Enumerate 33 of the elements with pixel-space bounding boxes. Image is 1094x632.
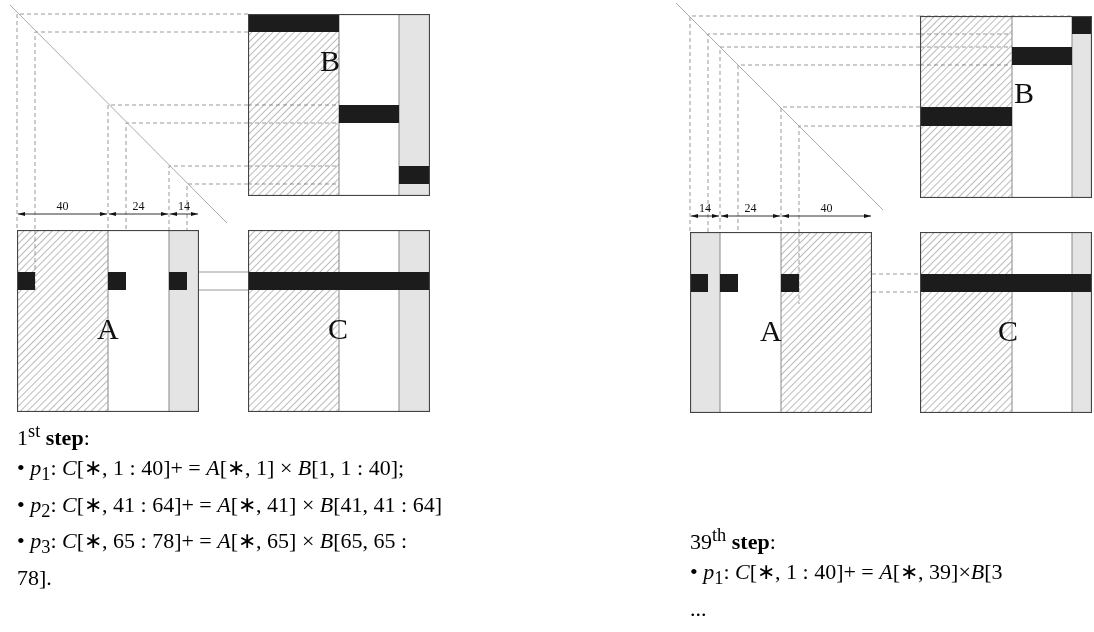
projection-line — [198, 289, 249, 291]
matrix-label: B — [320, 46, 340, 76]
step-heading: 39$^{th}$ step: — [690, 524, 777, 557]
ellipsis-text: ... — [690, 594, 708, 623]
projection-line — [34, 31, 249, 231]
matrix-label: C — [998, 316, 1018, 346]
matrix-label: B — [1014, 78, 1034, 108]
projection-line — [186, 183, 249, 231]
dimension-label: 40 — [56, 200, 69, 212]
step-heading: 1$^{st}$ step: — [17, 420, 91, 453]
dimension-label: 24 — [744, 202, 757, 214]
projection-line — [16, 13, 249, 231]
projection-line — [689, 15, 921, 233]
formula-text: • p$_{1}$: C[∗, 1 : 40]+ = A[∗, 39]×B[3 — [690, 558, 1004, 591]
formula-text: • p$_{3}$: C[∗, 65 : 78]+ = A[∗, 65] × B[65, 65 : 78]. — [17, 527, 409, 592]
dimension-label: 24 — [132, 200, 145, 212]
projection-line — [780, 106, 921, 233]
matrix-label: A — [97, 314, 119, 344]
projection-line — [871, 291, 921, 293]
dimension-label: 14 — [699, 202, 711, 214]
formula-text: • p$_{1}$: C[∗, 1 : 40]+ = A[∗, 1] × B[1, 1 : 40]; — [17, 454, 406, 487]
matrix-label: C — [328, 314, 348, 344]
matrix-label: A — [760, 316, 782, 346]
projection-line — [871, 273, 921, 275]
projection-line — [737, 64, 921, 233]
dimension-label: 14 — [178, 200, 190, 212]
projection-line — [798, 125, 921, 233]
formula-text: • p$_{2}$: C[∗, 41 : 64]+ = A[∗, 41] × B[41, 41 : 64] — [17, 490, 443, 524]
projection-line — [198, 271, 249, 273]
projection-line — [125, 122, 249, 231]
projection-line — [168, 165, 249, 231]
projection-line — [107, 104, 249, 231]
dimension-label: 40 — [820, 202, 833, 214]
